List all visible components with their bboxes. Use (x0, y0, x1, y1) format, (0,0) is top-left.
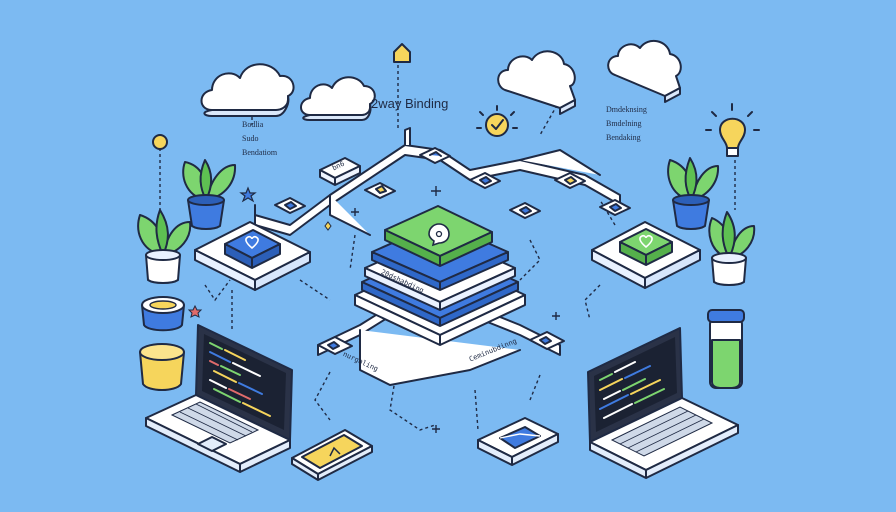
jar-icon (707, 309, 745, 389)
star-icon (187, 304, 203, 318)
left-node (194, 221, 311, 291)
chat-icon (428, 223, 450, 247)
code-lines (209, 342, 271, 417)
chip (599, 199, 631, 216)
cloud-icon (200, 63, 295, 117)
cloud-icon (497, 50, 576, 115)
right-note: Dmdeknsing Bmdelning Bendaking (606, 103, 647, 145)
left-note-line: Sudo (242, 134, 259, 143)
bowl-icon (141, 296, 185, 332)
plant-icon (667, 157, 720, 230)
sparkle-icon (324, 221, 332, 231)
chip (509, 202, 541, 219)
envelope-icon (477, 417, 559, 466)
heart-icon (245, 235, 259, 250)
left-note-line: Bodlia (242, 120, 264, 129)
right-note-line: Bendaking (606, 133, 641, 142)
plant-icon (137, 209, 192, 284)
cloud-icon (300, 76, 376, 121)
code-lines (599, 361, 665, 419)
right-note-line: Dmdeknsing (606, 105, 647, 114)
laptop-icon (145, 324, 293, 473)
lightbulb-icon (705, 103, 760, 157)
chip (319, 157, 361, 186)
sun-icon (476, 105, 518, 137)
chip (554, 172, 586, 189)
central-stack (354, 205, 526, 346)
plant-icon (182, 159, 237, 230)
pipe-chips (274, 147, 631, 355)
sparkle-icon (351, 186, 560, 433)
cloud-icon (607, 39, 682, 103)
right-node (591, 221, 701, 289)
indicator-dot (152, 134, 168, 150)
right-note-line: Bmdelning (606, 119, 642, 128)
cup-icon (139, 343, 185, 391)
chip (317, 336, 353, 355)
chip (529, 331, 565, 350)
phone-icon (291, 429, 373, 481)
diagram-title: 2way Binding (371, 96, 449, 111)
heart-icon (639, 234, 653, 249)
chip (469, 172, 501, 189)
chip (274, 197, 306, 214)
left-note: Bodlia Sudo Bendatiom (242, 118, 277, 160)
plant-icon (708, 211, 756, 286)
house-icon (393, 43, 411, 63)
left-note-line: Bendatiom (242, 148, 278, 157)
star-icon (239, 186, 257, 203)
laptop-icon (587, 327, 739, 479)
chip (419, 147, 451, 164)
chip (364, 182, 396, 199)
